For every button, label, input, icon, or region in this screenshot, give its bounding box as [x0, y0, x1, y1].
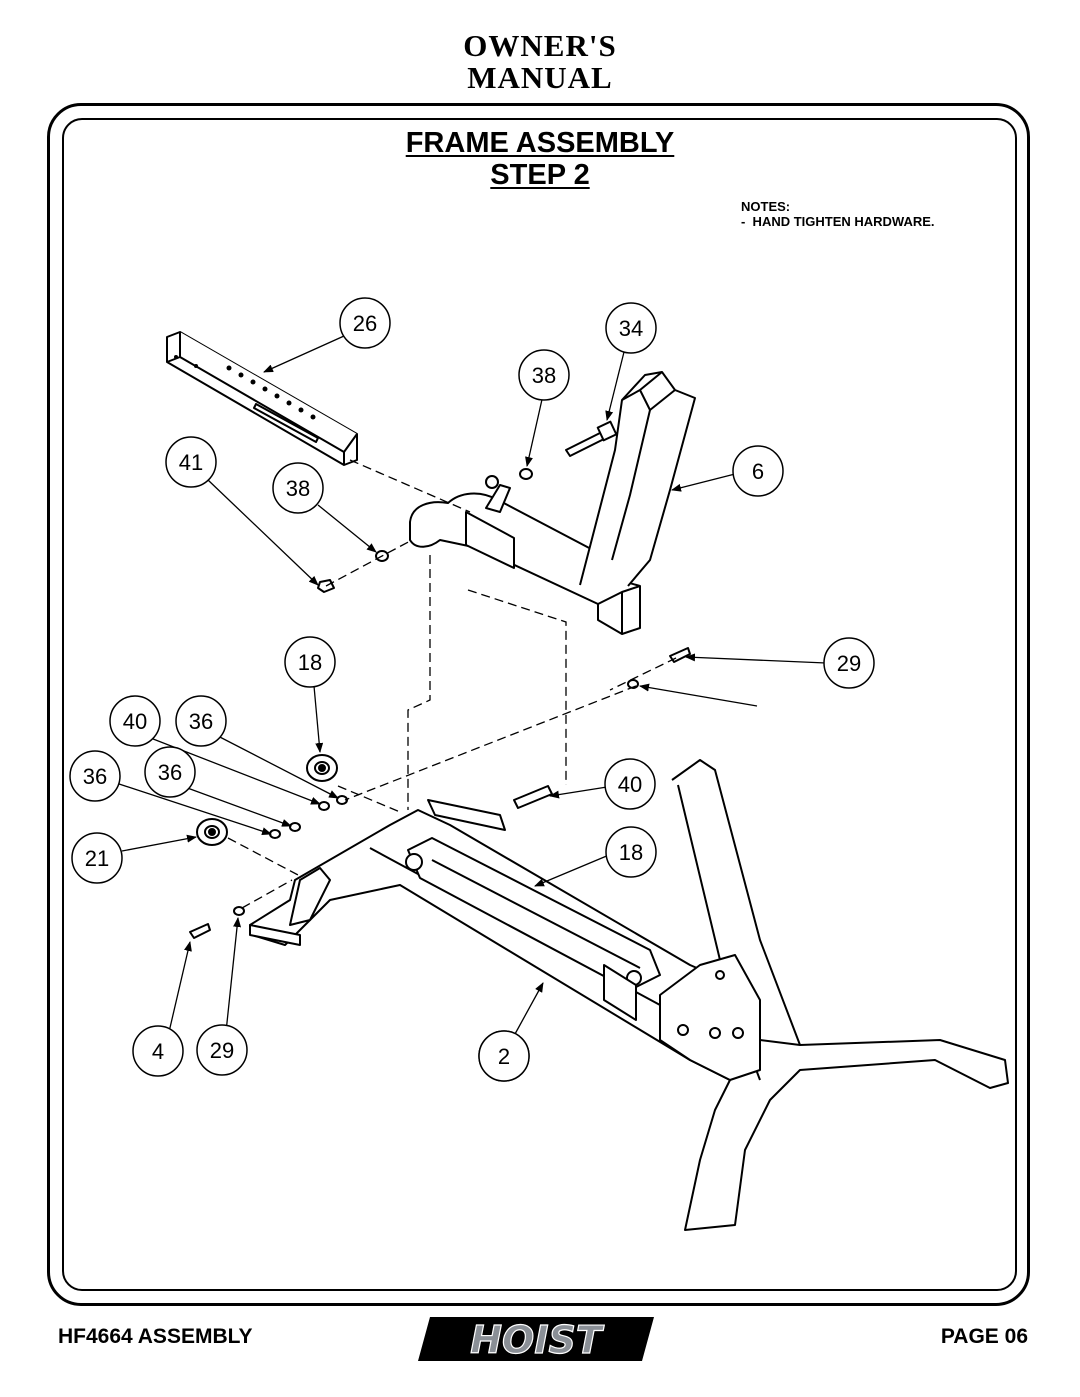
callout-label: 21: [85, 846, 109, 871]
callout-4: 4: [132, 1025, 184, 1077]
callout-label: 29: [210, 1038, 234, 1063]
part-40-spacer-upper: [318, 801, 330, 811]
manual-title-line1: OWNER'S: [463, 28, 617, 63]
callout-26: 26: [339, 297, 391, 349]
callout-circle: [69, 750, 121, 802]
callout-34: 34: [605, 302, 657, 354]
callout-circle: [732, 445, 784, 497]
callout-label: 34: [619, 316, 643, 341]
page-frame-inner: [62, 118, 1017, 1291]
callout-label: 18: [619, 840, 643, 865]
callout-label: 41: [179, 450, 203, 475]
callout-18: 18: [605, 826, 657, 878]
part-40-spacer-lower: [289, 822, 301, 832]
callout-40: 40: [604, 758, 656, 810]
notes-item: - HAND TIGHTEN HARDWARE.: [741, 214, 935, 229]
part-18-roller-lower: [196, 818, 228, 846]
callout-label: 36: [158, 760, 182, 785]
callout-label: 26: [353, 311, 377, 336]
part-36-washer-bottom: [233, 906, 245, 916]
part-2-main-frame: [249, 759, 1009, 1231]
manual-title-line2: MANUAL: [467, 60, 613, 95]
assembly-guide-lines: [227, 459, 677, 909]
callout-36: 36: [69, 750, 121, 802]
callout-label: 29: [837, 651, 861, 676]
callout-6: 6: [732, 445, 784, 497]
callout-circle: [823, 637, 875, 689]
part-38-washer-upper: [519, 468, 533, 480]
callout-circle: [196, 1024, 248, 1076]
hoist-logo: HOIST: [418, 1317, 654, 1363]
callout-circle: [272, 462, 324, 514]
callout-29: 29: [823, 637, 875, 689]
part-34-bolt: [565, 420, 618, 457]
callout-label: 38: [286, 476, 310, 501]
callout-circle: [284, 636, 336, 688]
part-4-plate: [427, 799, 506, 831]
callout-circle: [478, 1030, 530, 1082]
callout-group: 26343841386182940363636402118429362: [69, 297, 875, 1082]
part-18-roller-upper: [306, 754, 338, 782]
section-title-text: FRAME ASSEMBLY: [405, 127, 675, 159]
callout-circle: [605, 826, 657, 878]
section-step: STEP 2: [0, 160, 1080, 191]
callout-circle: [144, 746, 196, 798]
svg-text:HOIST: HOIST: [470, 1318, 605, 1362]
callout-circle: [605, 302, 657, 354]
callout-41: 41: [165, 436, 217, 488]
callout-18: 18: [284, 636, 336, 688]
callout-circle: [132, 1025, 184, 1077]
part-26-adjustment-tube: [166, 331, 358, 466]
footer-model: HF4664 ASSEMBLY: [58, 1325, 253, 1348]
callout-38: 38: [518, 349, 570, 401]
callout-label: 40: [123, 709, 147, 734]
section-title: FRAME ASSEMBLY: [0, 128, 1080, 159]
callout-circle: [109, 695, 161, 747]
callout-circle: [604, 758, 656, 810]
section-step-text: STEP 2: [490, 159, 590, 191]
notes-heading: NOTES:: [741, 199, 791, 214]
callout-circle: [175, 695, 227, 747]
callout-label: 36: [83, 764, 107, 789]
part-6-upper-frame: [409, 371, 696, 635]
callout-label: 18: [298, 650, 322, 675]
callout-label: 4: [152, 1039, 164, 1064]
callout-circle: [165, 436, 217, 488]
callout-circle: [518, 349, 570, 401]
callout-label: 40: [618, 772, 642, 797]
callout-circle: [71, 832, 123, 884]
leader-arrows: [112, 335, 827, 1035]
callout-21: 21: [71, 832, 123, 884]
part-29-bolt-left: [189, 923, 211, 939]
callout-36: 36: [175, 695, 227, 747]
page-frame-outer: [47, 103, 1030, 1306]
callout-label: 2: [498, 1044, 510, 1069]
notes-block: NOTES: - HAND TIGHTEN HARDWARE.: [741, 199, 935, 229]
callout-circle: [339, 297, 391, 349]
part-21-spacer: [513, 785, 553, 809]
callout-29: 29: [196, 1024, 248, 1076]
footer-page: PAGE 06: [940, 1325, 1028, 1348]
callout-36: 36: [144, 746, 196, 798]
callout-label: 38: [532, 363, 556, 388]
callout-40: 40: [109, 695, 161, 747]
part-36-washer-mid: [269, 829, 281, 839]
callout-2: 2: [478, 1030, 530, 1082]
part-36-washer-upper: [336, 795, 348, 805]
callout-label: 36: [189, 709, 213, 734]
callout-label: 6: [752, 459, 764, 484]
callout-38: 38: [272, 462, 324, 514]
